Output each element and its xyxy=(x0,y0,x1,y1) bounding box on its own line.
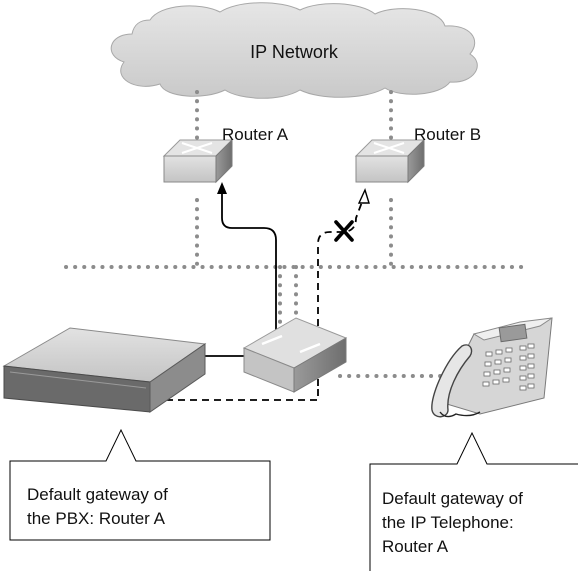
router-b-arrows-icon xyxy=(373,142,405,154)
dotted-links xyxy=(64,90,524,378)
callout-pbx-line2: the PBX: Router A xyxy=(27,509,166,528)
router-b-label: Router B xyxy=(414,125,481,144)
router-b xyxy=(354,138,426,184)
router-a-arrows-icon xyxy=(181,142,213,154)
ip-network-cloud: IP Network xyxy=(110,2,478,99)
router-a xyxy=(162,138,234,184)
arrowhead-router-a xyxy=(217,182,227,194)
pbx-unit xyxy=(2,327,207,413)
phone-keypad xyxy=(482,343,535,391)
callout-pbx-line1: Default gateway of xyxy=(27,485,168,504)
blocked-x-icon xyxy=(334,220,354,242)
router-a-label: Router A xyxy=(222,125,289,144)
phone-cord xyxy=(439,411,481,418)
callout-phone: Default gateway of the IP Telephone: Rou… xyxy=(369,431,578,571)
arrowhead-router-b xyxy=(357,188,370,204)
callout-pbx: Default gateway of the PBX: Router A xyxy=(9,428,271,541)
ip-telephone xyxy=(431,317,553,418)
switch-hub xyxy=(242,317,348,393)
phone-display xyxy=(498,323,528,343)
phone-handset xyxy=(431,344,473,418)
callout-phone-line1: Default gateway of xyxy=(382,489,523,508)
callout-phone-line3: Router A xyxy=(382,537,449,556)
ip-network-label: IP Network xyxy=(250,42,339,62)
switch-arrows-icon xyxy=(261,334,321,354)
callout-phone-line2: the IP Telephone: xyxy=(382,513,514,532)
path-to-router-a xyxy=(205,182,277,357)
